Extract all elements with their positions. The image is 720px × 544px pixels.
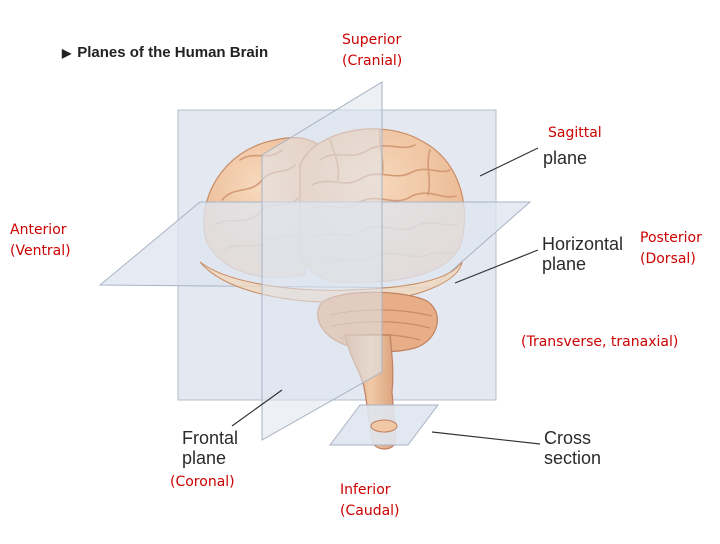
posterior-label-line2: (Dorsal) <box>640 251 696 267</box>
posterior-label-line1: Posterior <box>640 230 702 246</box>
frontal-plane-callout: Frontal plane <box>182 428 238 468</box>
anterior-label-line2: (Ventral) <box>10 243 71 259</box>
cross-leader-line <box>431 431 541 445</box>
posterior-label: Posterior (Dorsal) <box>640 228 702 270</box>
horizontal-callout-line1: Horizontal <box>542 234 624 254</box>
sagittal-plane-callout: plane <box>543 148 587 168</box>
inferior-label: Inferior (Caudal) <box>340 480 400 522</box>
cross-callout-line2: section <box>544 448 602 468</box>
inferior-label-line1: Inferior <box>340 482 391 498</box>
sagittal-leader-line <box>479 147 539 177</box>
anterior-label-line1: Anterior <box>10 222 67 238</box>
anterior-label: Anterior (Ventral) <box>10 220 71 262</box>
transverse-label: (Transverse, tranaxial) <box>521 334 679 350</box>
diagram-title: ▶ Planes of the Human Brain <box>62 44 268 61</box>
frontal-callout-line1: Frontal <box>182 428 239 448</box>
cross-callout-line1: Cross <box>544 428 592 448</box>
frontal-leader-line <box>231 389 283 427</box>
cross-section-cut <box>370 419 398 433</box>
coronal-label: (Coronal) <box>170 474 235 490</box>
horizontal-plane-callout: Horizontal plane <box>542 234 623 274</box>
frontal-callout-line2: plane <box>182 448 227 468</box>
title-text: Planes of the Human Brain <box>77 44 269 61</box>
callout-leader-lines <box>231 147 541 445</box>
superior-label: Superior (Cranial) <box>342 30 402 72</box>
superior-label-line1: Superior <box>342 32 402 48</box>
title-marker-icon: ▶ <box>62 46 72 60</box>
superior-label-line2: (Cranial) <box>342 53 403 69</box>
sagittal-label: Sagittal <box>548 125 602 141</box>
horizontal-leader-line <box>454 249 539 284</box>
inferior-label-line2: (Caudal) <box>340 503 400 519</box>
cross-section-callout: Cross section <box>544 428 601 468</box>
sagittal-callout-line2: plane <box>543 148 588 168</box>
sagittal-plane <box>261 81 383 441</box>
horizontal-callout-line2: plane <box>542 254 587 274</box>
